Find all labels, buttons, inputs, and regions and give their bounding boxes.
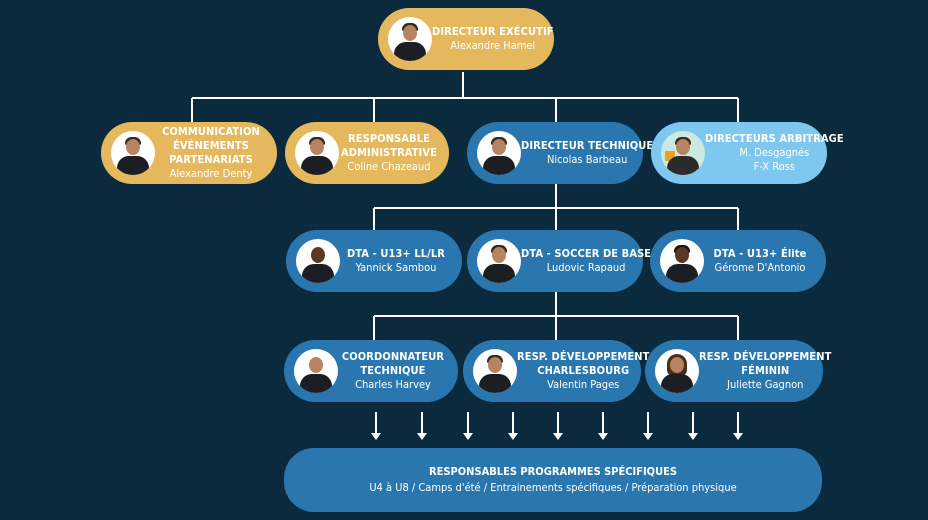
avatar: [477, 239, 521, 283]
down-arrow: [463, 412, 473, 440]
node-name: Charles Harvey: [355, 378, 431, 391]
node-dta-u13: DTA - U13+ LL/LR Yannick Sambou: [286, 230, 462, 292]
avatar: [111, 131, 155, 175]
node-name-line: M. Desgagnés: [739, 146, 810, 159]
node-title-line: ADMINISTRATIVE: [341, 146, 437, 159]
node-title: DIRECTEURS ARBITRAGE: [705, 132, 844, 145]
avatar: [477, 131, 521, 175]
down-arrow: [508, 412, 518, 440]
node-title: DTA - SOCCER DE BASE: [521, 247, 652, 260]
avatar: [660, 239, 704, 283]
node-referees: DIRECTEURS ARBITRAGE M. Desgagnés F-X Ro…: [651, 122, 844, 184]
avatar: [473, 349, 517, 393]
node-title-line: COMMUNICATION: [162, 125, 260, 138]
node-title: DTA - U13+ Élite: [713, 247, 807, 260]
node-name: Gérome D'Antonio: [714, 261, 806, 274]
avatar: [295, 131, 339, 175]
node-title: DIRECTEUR TECHNIQUE: [521, 139, 654, 152]
node-dta-base: DTA - SOCCER DE BASE Ludovic Rapaud: [467, 230, 651, 292]
node-name: Coline Chazeaud: [347, 160, 431, 173]
node-admin: RESPONSABLE ADMINISTRATIVE Coline Chazea…: [285, 122, 449, 184]
down-arrow: [643, 412, 653, 440]
node-name: Ludovic Rapaud: [546, 261, 626, 274]
programs-box: RESPONSABLES PROGRAMMES SPÉCIFIQUES U4 à…: [284, 448, 822, 512]
node-title-line: COORDONNATEUR: [341, 350, 445, 363]
node-name: Valentin Pages: [547, 378, 620, 391]
avatar: [296, 239, 340, 283]
down-arrow: [688, 412, 698, 440]
node-title-line: RESPONSABLE: [348, 132, 430, 145]
node-name: Alexandre Hamel: [450, 39, 536, 52]
node-dev-charlesbourg: RESP. DÉVELOPPEMENT CHARLESBOURG Valenti…: [463, 340, 649, 402]
node-communication: COMMUNICATION ÉVÉNEMENTS PARTENARIATS Al…: [101, 122, 277, 184]
node-name: Alexandre Denty: [169, 167, 253, 180]
node-name: Nicolas Barbeau: [546, 153, 628, 166]
down-arrow: [553, 412, 563, 440]
node-title-line: CHARLESBOURG: [537, 364, 630, 377]
node-title: DTA - U13+ LL/LR: [346, 247, 446, 260]
node-title-line: RESP. DÉVELOPPEMENT: [517, 350, 650, 363]
down-arrow: [417, 412, 427, 440]
node-dev-feminin: RESP. DÉVELOPPEMENT FÉMININ Juliette Gag…: [645, 340, 831, 402]
programs-subtitle: U4 à U8 / Camps d'été / Entrainements sp…: [369, 481, 737, 494]
down-arrow: [598, 412, 608, 440]
node-name: Yannick Sambou: [355, 261, 437, 274]
node-title: DIRECTEUR EXÉCUTIF: [432, 25, 554, 38]
down-arrow: [733, 412, 743, 440]
node-title-line: TECHNIQUE: [360, 364, 426, 377]
node-name-line: F-X Ross: [753, 160, 796, 173]
avatar: [294, 349, 338, 393]
node-coordinator: COORDONNATEUR TECHNIQUE Charles Harvey: [284, 340, 458, 402]
programs-title: RESPONSABLES PROGRAMMES SPÉCIFIQUES: [429, 465, 677, 478]
node-technical: DIRECTEUR TECHNIQUE Nicolas Barbeau: [467, 122, 653, 184]
node-title-line: RESP. DÉVELOPPEMENT: [699, 350, 832, 363]
node-name: Juliette Gagnon: [727, 378, 804, 391]
down-arrow: [371, 412, 381, 440]
node-title-line: FÉMININ: [741, 364, 790, 377]
avatar: [388, 17, 432, 61]
avatar: [655, 349, 699, 393]
avatar: [661, 131, 705, 175]
node-dta-elite: DTA - U13+ Élite Gérome D'Antonio: [650, 230, 826, 292]
node-executive: DIRECTEUR EXÉCUTIF Alexandre Hamel: [378, 8, 554, 70]
node-title-line: PARTENARIATS: [169, 153, 253, 166]
node-title-line: ÉVÉNEMENTS: [172, 139, 249, 152]
